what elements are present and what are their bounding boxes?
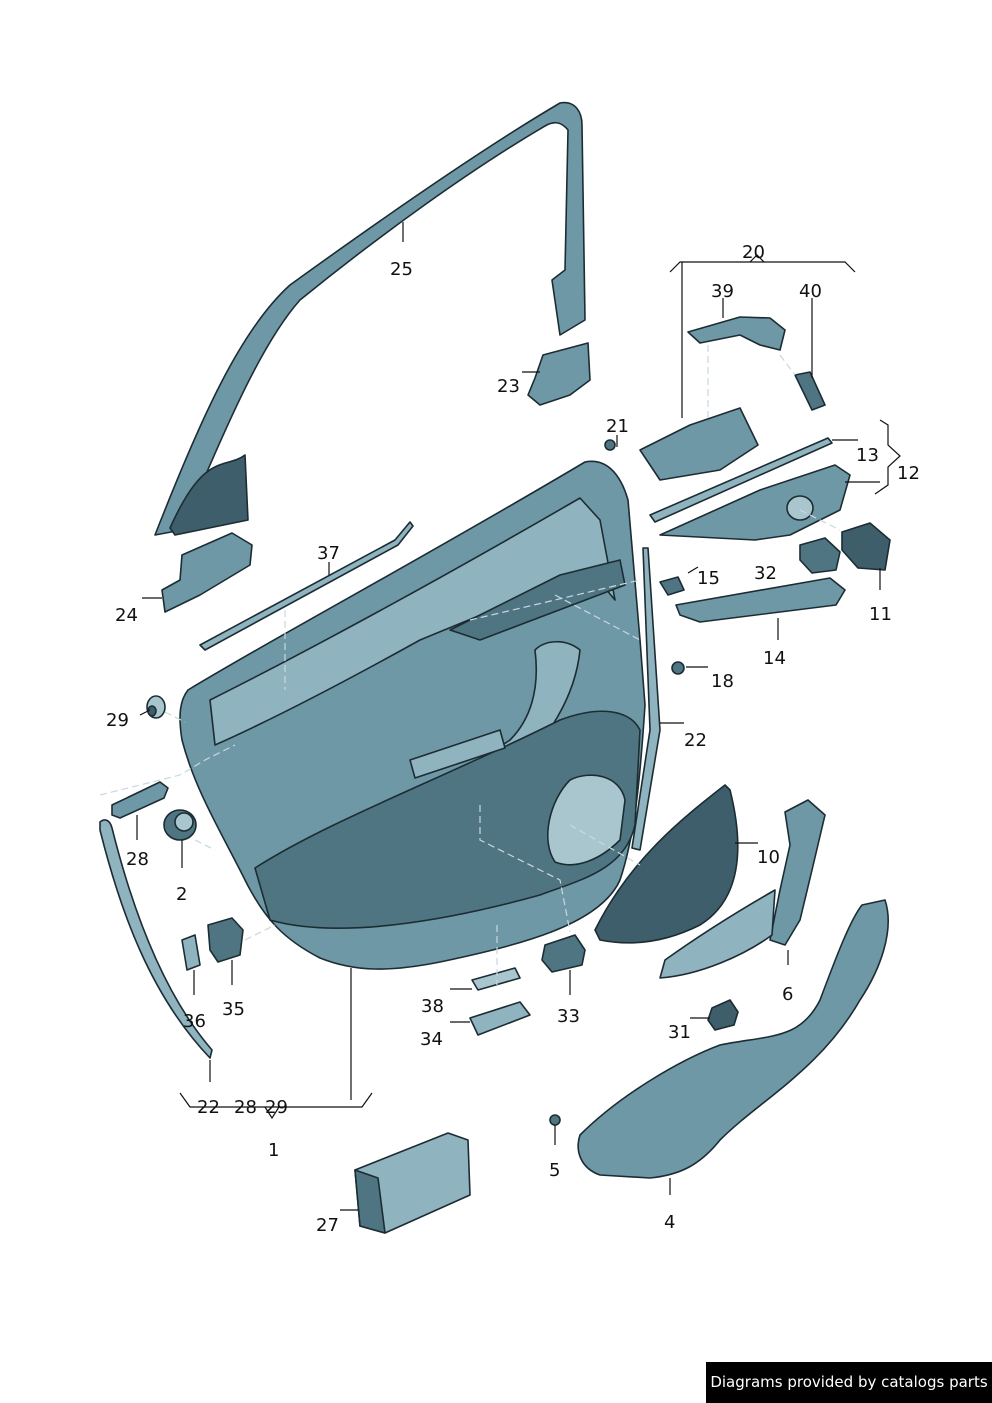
part-11-switch-cover: [841, 522, 891, 571]
label-29-bottom: 29: [265, 1097, 288, 1118]
part-24-mirror-cover: [161, 532, 253, 613]
label-34: 34: [420, 1029, 443, 1050]
part-38-lens: [471, 967, 521, 991]
label-28-left: 28: [126, 849, 149, 870]
label-31: 31: [668, 1022, 691, 1043]
part-5-screw: [549, 1114, 561, 1126]
label-11: 11: [869, 604, 892, 625]
part-32-switch: [799, 537, 841, 574]
part-2-grommet: [163, 809, 197, 841]
label-33: 33: [557, 1006, 580, 1027]
part-36-cap: [181, 934, 201, 971]
part-13-trim-strip: [649, 437, 833, 523]
part-14-trim-strip: [675, 577, 846, 623]
label-22-bottom: 22: [197, 1097, 220, 1118]
label-36: 36: [183, 1011, 206, 1032]
part-37-window-seal: [199, 521, 414, 651]
part-23-bracket: [527, 342, 591, 406]
part-22-right-seal: [631, 547, 661, 851]
label-39: 39: [711, 281, 734, 302]
part-22-left-seal: [99, 819, 213, 1059]
part-20-handle-assembly: [604, 316, 826, 481]
part-25-window-frame-trim: [154, 101, 586, 536]
part-29-clip: [146, 695, 166, 719]
part-35-switch: [207, 917, 244, 963]
label-25: 25: [390, 259, 413, 280]
label-40: 40: [799, 281, 822, 302]
part-34-lamp: [469, 1001, 531, 1036]
label-13: 13: [856, 445, 879, 466]
assembly-guide-lines: [99, 345, 841, 985]
label-24: 24: [115, 605, 138, 626]
part-6-bracket: [769, 799, 826, 946]
main-door-panel: [179, 460, 646, 970]
part-27-package: [354, 1132, 471, 1234]
part-10-speaker-grille: [594, 784, 739, 944]
label-15: 15: [697, 568, 720, 589]
part-15-clip: [659, 576, 685, 596]
label-37: 37: [317, 543, 340, 564]
callout-labels: 1 2 4 5 6 10 11 12 13 14 15 18 20 21 22 …: [106, 242, 920, 1236]
part-12-switch-panel: [659, 464, 851, 541]
part-28-handle-cover: [111, 781, 169, 819]
label-38: 38: [421, 996, 444, 1017]
label-6: 6: [782, 984, 793, 1005]
label-18: 18: [711, 671, 734, 692]
label-27: 27: [316, 1215, 339, 1236]
label-32: 32: [754, 563, 777, 584]
label-35: 35: [222, 999, 245, 1020]
label-1: 1: [268, 1140, 279, 1161]
label-22-right: 22: [684, 730, 707, 751]
label-20: 20: [742, 242, 765, 263]
part-18-screw: [671, 661, 685, 675]
label-21: 21: [606, 416, 629, 437]
part-4-armrest: [577, 899, 889, 1179]
label-10: 10: [757, 847, 780, 868]
part-31-switch: [707, 999, 739, 1031]
label-29-left: 29: [106, 710, 129, 731]
label-28-bottom: 28: [234, 1097, 257, 1118]
part-6-armrest-pad: [659, 889, 776, 979]
label-14: 14: [763, 648, 786, 669]
label-2: 2: [176, 884, 187, 905]
part-33-switch: [541, 934, 586, 973]
label-4: 4: [664, 1212, 675, 1233]
label-5: 5: [549, 1160, 560, 1181]
leader-lines: [136, 222, 901, 1211]
label-12: 12: [897, 463, 920, 484]
label-23: 23: [497, 376, 520, 397]
credit-banner: Diagrams provided by catalogs parts: [706, 1362, 992, 1403]
